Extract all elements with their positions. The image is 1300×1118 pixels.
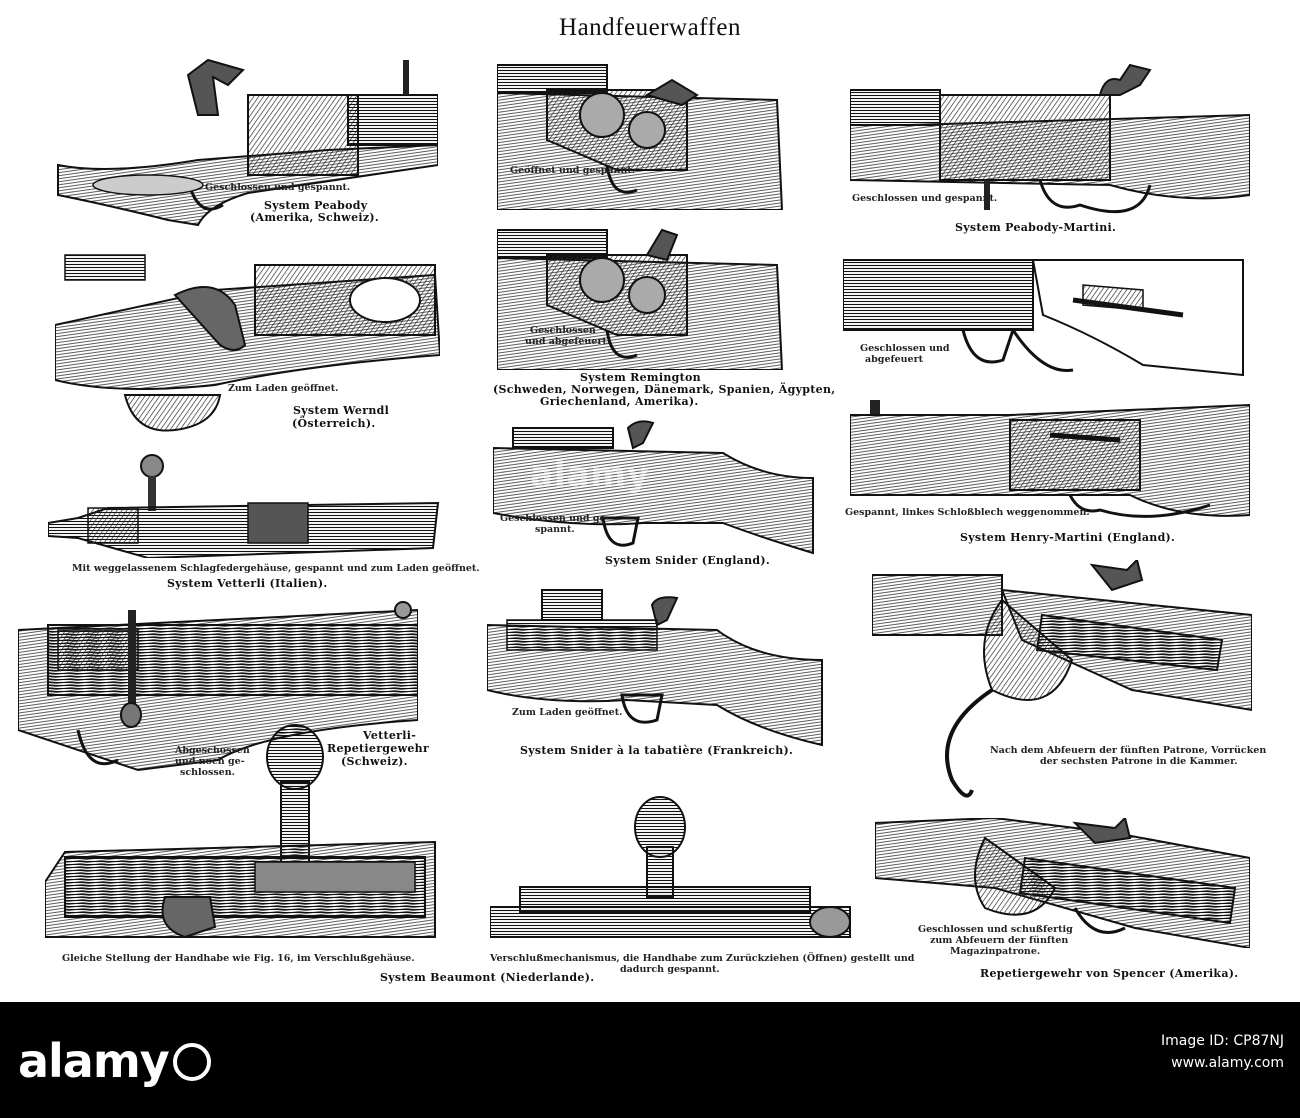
- beaumont-mechanism-caption-2: dadurch gespannt.: [620, 964, 720, 975]
- remington-countries-2: Griechenland, Amerika).: [540, 395, 699, 408]
- peabody-system-name: System Peabody: [264, 199, 368, 212]
- werndl-country: (Österreich).: [292, 417, 376, 430]
- snider-france-state-caption: Zum Laden geöffnet.: [512, 707, 623, 718]
- spencer-state-caption-2: der sechsten Patrone in die Kammer.: [1040, 756, 1238, 767]
- peabody-martini-fired-caption-2: abgefeuert: [865, 354, 923, 365]
- beaumont-state-caption: Gleiche Stellung der Handhabe wie Fig. 1…: [62, 953, 415, 964]
- peabody-country: (Amerika, Schweiz).: [250, 211, 380, 224]
- peabody-martini-fired-caption-1: Geschlossen und: [860, 343, 950, 354]
- image-id-label: Image ID: CP87NJ: [1160, 1033, 1284, 1049]
- snider-state-caption-1: Geschlossen und ge-: [500, 513, 610, 524]
- remington-closed-illustration: [497, 225, 787, 370]
- engraving-plate: Handfeuerwaffen Geschlossen und gespannt…: [18, 14, 1267, 984]
- remington-closed-caption-1: Geschlossen: [530, 325, 596, 336]
- spencer-system-name: Repetiergewehr von Spencer (Amerika).: [980, 967, 1239, 980]
- beaumont-mechanism-illustration: [490, 792, 855, 947]
- peabody-martini-illustration: [850, 55, 1250, 225]
- spencer-open-illustration: [872, 560, 1252, 805]
- beaumont-system-name: System Beaumont (Niederlande).: [380, 971, 595, 984]
- peabody-martini-fired-illustration: [843, 255, 1248, 385]
- beaumont-bolt-illustration: [45, 722, 440, 947]
- vetterli-repeater-state-3: schlossen.: [180, 767, 235, 778]
- peabody-martini-state-caption: Geschlossen und gespannt.: [852, 193, 998, 204]
- henry-martini-state-caption: Gespannt, linkes Schloßblech weggenommen…: [845, 507, 1090, 518]
- vetterli-repeater-state-1: Abgeschossen: [175, 745, 250, 756]
- werndl-state-caption: Zum Laden geöffnet.: [228, 383, 339, 394]
- peabody-rifle-illustration: [48, 55, 438, 235]
- vetterli-state-caption: Mit weggelassenem Schlagfedergehäuse, ge…: [72, 563, 480, 574]
- spencer-closed-caption-2: zum Abfeuern der fünften: [930, 935, 1069, 946]
- footer-info: Image ID: CP87NJ www.alamy.com: [1161, 1030, 1284, 1074]
- peabody-martini-system-name: System Peabody-Martini.: [955, 221, 1117, 234]
- alamy-logo-text: alamy: [18, 1034, 170, 1088]
- remington-closed-caption-2: und abgefeuert.: [525, 336, 611, 347]
- spencer-closed-caption-3: Magazinpatrone.: [950, 946, 1041, 957]
- vetterli-repeater-name-3: (Schweiz).: [341, 755, 408, 768]
- site-url-link[interactable]: www.alamy.com: [1171, 1055, 1284, 1071]
- beaumont-mechanism-caption-1: Verschlußmechanismus, die Handhabe zum Z…: [490, 953, 915, 964]
- henry-martini-system-name: System Henry-Martini (England).: [960, 531, 1176, 544]
- vetterli-repeater-illustration: [18, 600, 418, 780]
- snider-england-illustration: [493, 418, 823, 558]
- spencer-closed-caption-1: Geschlossen und schußfertig: [918, 924, 1073, 935]
- snider-france-illustration: [487, 580, 827, 750]
- remington-open-caption: Geöffnet und gespannt.: [510, 165, 636, 176]
- page-title: Handfeuerwaffen: [559, 14, 741, 41]
- vetterli-repeater-name-1: Vetterli-: [363, 729, 417, 742]
- werndl-rifle-illustration: [55, 245, 440, 440]
- spencer-state-caption-1: Nach dem Abfeuern der fünften Patrone, V…: [990, 745, 1267, 756]
- watermark-text: alamy: [530, 455, 651, 495]
- henry-martini-illustration: [850, 395, 1250, 530]
- snider-system-name: System Snider (England).: [605, 554, 771, 567]
- vetterli-repeater-state-2: und noch ge-: [175, 756, 245, 767]
- snider-state-caption-2: spannt.: [535, 524, 575, 535]
- alamy-logo: alamy: [18, 1034, 211, 1088]
- remington-system-name: System Remington: [580, 371, 701, 384]
- snider-france-system-name: System Snider à la tabatière (Frankreich…: [520, 744, 794, 757]
- remington-countries-1: (Schweden, Norwegen, Dänemark, Spanien, …: [493, 383, 836, 396]
- vetterli-system-name: System Vetterli (Italien).: [167, 577, 328, 590]
- vetterli-repeater-name-2: Repetiergewehr: [327, 742, 430, 755]
- spencer-closed-illustration: [875, 818, 1250, 948]
- alamy-logo-mark-icon: [172, 1043, 211, 1081]
- remington-open-illustration: [497, 60, 787, 210]
- vetterli-bolt-illustration: [48, 448, 443, 558]
- peabody-state-caption: Geschlossen und gespannt.: [205, 182, 351, 193]
- stock-footer-bar: alamy Image ID: CP87NJ www.alamy.com: [0, 1002, 1300, 1118]
- werndl-system-name: System Werndl: [293, 404, 390, 417]
